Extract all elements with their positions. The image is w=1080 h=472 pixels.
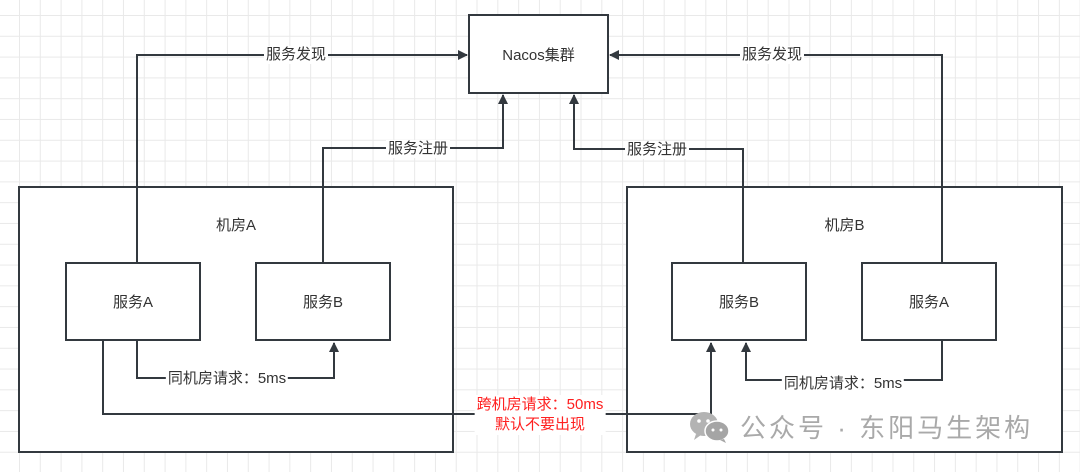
- cross-room-latency: 跨机房请求：50ms: [476, 396, 604, 413]
- edge-register-left: [322, 94, 508, 262]
- watermark-text: 公众号 · 东阳马生架构: [740, 413, 1034, 443]
- edge-discovery-right: [609, 50, 943, 262]
- edge-cross-room: [102, 341, 716, 415]
- room-a-service-a[interactable]: 服务A: [65, 262, 201, 341]
- nacos-cluster[interactable]: Nacos集群: [468, 14, 609, 94]
- label-same-room-left: 同机房请求：5ms: [165, 370, 289, 388]
- label-same-room-right: 同机房请求：5ms: [781, 375, 905, 393]
- nacos-label: Nacos集群: [502, 46, 575, 64]
- cross-room-note: 默认不要出现: [494, 416, 585, 433]
- label-discovery-right: 服务发现: [739, 46, 805, 64]
- service-label: 服务B: [302, 294, 343, 311]
- edge-discovery-left: [136, 50, 468, 262]
- label-register-right: 服务注册: [624, 141, 690, 159]
- service-label: 服务A: [112, 294, 153, 311]
- room-a-title: 机房A: [215, 217, 256, 234]
- label-register-left: 服务注册: [385, 140, 451, 158]
- edge-register-right: [569, 94, 744, 262]
- room-b-title: 机房B: [824, 217, 865, 234]
- room-a-service-b[interactable]: 服务B: [255, 262, 391, 341]
- label-discovery-left: 服务发现: [263, 46, 329, 64]
- label-cross-room: 跨机房请求：50ms 默认不要出现: [474, 395, 606, 435]
- service-label: 服务A: [908, 294, 949, 311]
- watermark: 公众号 · 东阳马生架构: [688, 408, 1033, 445]
- wechat-icon: [688, 410, 732, 444]
- room-b-service-a[interactable]: 服务A: [861, 262, 997, 341]
- service-label: 服务B: [718, 294, 759, 311]
- room-b-service-b[interactable]: 服务B: [671, 262, 807, 341]
